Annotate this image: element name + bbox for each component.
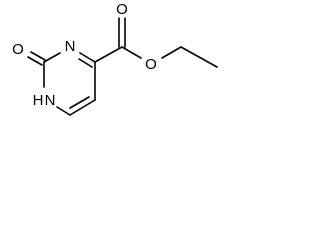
atom-o-carbonyl: O [116, 1, 128, 18]
atom-n-upper: N [65, 38, 76, 55]
bond-c2-o-double-b [30, 51, 46, 61]
structure-diagram: O N H N O O [12, 1, 218, 116]
bond-c2-n3 [43, 52, 61, 63]
bond-c4-carbonyl [94, 46, 123, 63]
bond-n3-c4-b [78, 58, 93, 68]
bond-carbonyl-oester [121, 46, 142, 59]
bond-ch2-ch3 [180, 46, 218, 68]
atom-h-lower: H [33, 92, 44, 109]
bond-c5-c6-a [69, 99, 96, 116]
atom-n-lower: N [45, 92, 56, 109]
bond-n3-c4-a [79, 52, 96, 63]
atom-o-ketone: O [12, 41, 24, 58]
atom-labels: O N H N O O [12, 1, 157, 109]
bond-oester-ch2 [161, 46, 182, 59]
bonds [27, 17, 218, 116]
bond-c2-o-double-a [27, 56, 43, 66]
bond-c6-n1 [56, 106, 71, 116]
atom-o-ester: O [145, 56, 157, 73]
bond-c5-c6-b [69, 96, 90, 109]
